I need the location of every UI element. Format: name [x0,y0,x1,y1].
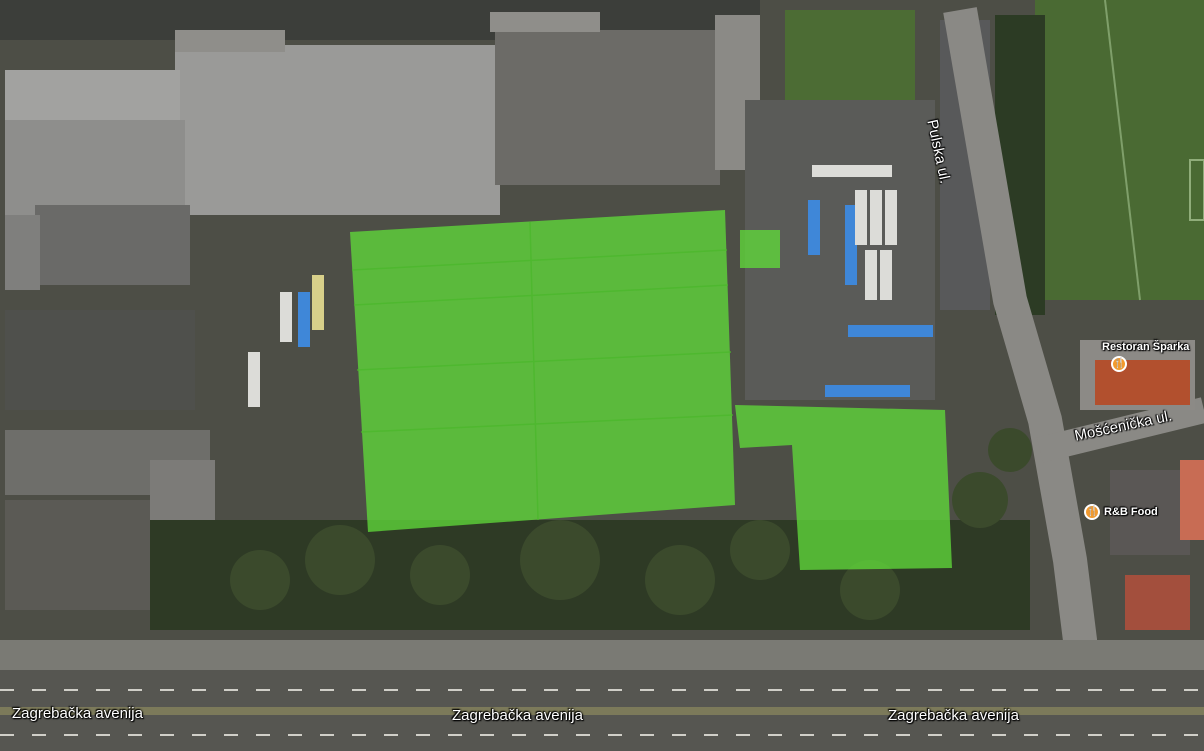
house-rb [1110,470,1190,555]
building-left-3 [35,205,190,285]
parking-lot-left [5,310,195,410]
road-label-zagrebacka-left: Zagrebačka avenija [12,705,143,722]
poi-label-restoran-sparka[interactable]: Restoran Šparka [1102,341,1190,353]
lane-markings [0,689,1204,736]
warehouse-roof-left [175,45,500,215]
buses-blue [298,200,933,397]
sidewalk [0,640,1204,670]
grass-patch [785,10,915,110]
building-left-2 [5,120,185,215]
restaurant-icon[interactable]: 🍴 [1084,504,1100,520]
poi-label-rb-food[interactable]: R&B Food [1104,506,1158,518]
road-label-zagrebacka-center: Zagrebačka avenija [452,707,583,724]
warehouse-roof-dark [495,30,720,185]
sports-field [1035,0,1204,300]
restaurant-icon[interactable]: 🍴 [1111,356,1127,372]
buses-white [248,165,897,407]
building-left-1 [5,70,180,125]
house-red [1125,575,1190,630]
road-label-zagrebacka-right: Zagrebačka avenija [888,707,1019,724]
road-moscenicka [1036,397,1204,463]
